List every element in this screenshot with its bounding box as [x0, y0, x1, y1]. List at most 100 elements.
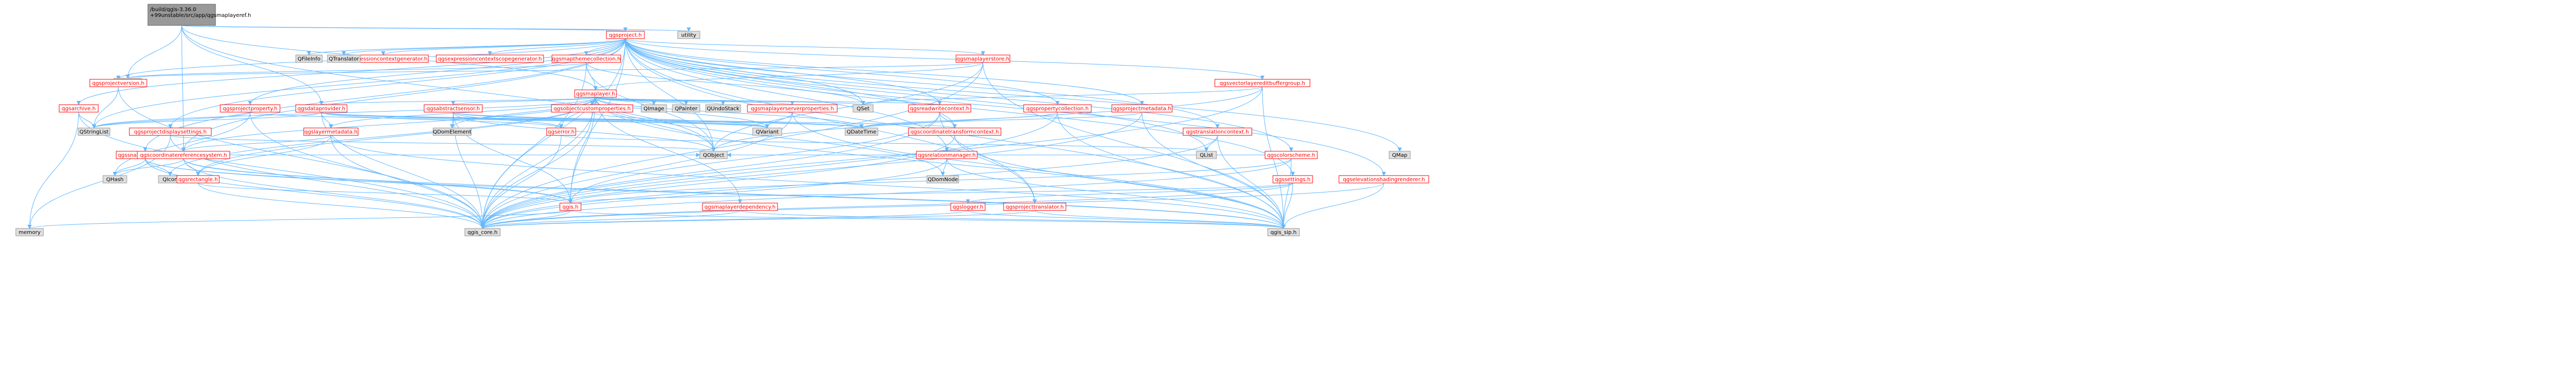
node-label-qicon: QIcon [163, 177, 178, 183]
edge-qgsprojecttranslator-to-qgis_core [480, 210, 1035, 229]
node-qgssettings[interactable]: qgssettings.h [1272, 175, 1313, 184]
node-qgsarchive[interactable]: qgsarchive.h [59, 104, 99, 113]
edge-qgsproject-to-qgselevationshadingrenderer [625, 38, 1386, 176]
node-box-qimage [641, 104, 667, 113]
edge-qgsproject-to-qgsprojectmetadata [625, 38, 1144, 105]
node-label-qset: QSet [857, 106, 869, 112]
edge-qgsmaplayerstore-to-qgis_core [480, 62, 983, 229]
node-label-qdomnode: QDomNode [928, 177, 958, 183]
node-label-qgsprojectdisplaysettings: qgsprojectdisplaysettings.h [134, 130, 207, 135]
node-label-qmap: QMap [1392, 153, 1408, 159]
node-label-qdatetime: QDateTime [847, 130, 876, 135]
node-qgis_sip: qgis_sip.h [1267, 228, 1300, 236]
node-box-qgscoordinatetransformcontext [908, 127, 1001, 136]
edge-qgscoordinatereferencesystem-to-qgis_core [183, 158, 485, 229]
node-qgsobjectcustomproperties[interactable]: qgsobjectcustomproperties.h [551, 104, 633, 113]
node-label-qlist: QList [1200, 153, 1213, 159]
node-box-qgsabstractsensor [424, 104, 483, 113]
node-qgspropertycollection[interactable]: qgspropertycollection.h [1023, 104, 1092, 113]
node-box-qobject [699, 151, 728, 159]
edge-qgsobjectcustomproperties-to-qgis_core [480, 112, 593, 229]
node-qdomelement: QDomElement [433, 127, 472, 136]
node-qgsmaplayer[interactable]: qgsmaplayer.h [574, 89, 617, 98]
node-qgs[interactable]: qgis.h [559, 203, 582, 211]
node-label-qhash: QHash [106, 177, 124, 183]
edge-qgssettings-to-qgslogger [966, 182, 1293, 204]
edge-qgssettings-to-qgis_core [480, 182, 1293, 229]
node-box-qgsreadwritecontext [908, 104, 971, 113]
node-label-root: /build/qgis-3.36.0+99unstable/src/app/qg… [150, 7, 251, 19]
node-qgsprojectversion[interactable]: qgsprojectversion.h [89, 79, 147, 87]
node-label-qgsarchive: qgsarchive.h [62, 106, 96, 112]
node-box-qhash [102, 175, 127, 184]
node-label-qgserror: qgserror.h [548, 130, 575, 135]
edge-qgsmaplayer-to-qdatetime [595, 97, 864, 129]
node-qgstranslationcontext[interactable]: qgstranslationcontext.h [1183, 127, 1252, 136]
node-box-qgslayermetadata [303, 127, 359, 136]
edge-qgssnappingconfig-to-qgs [145, 158, 573, 204]
edge-qgsarchive-to-qstringlist [78, 112, 96, 129]
edge-qgsproject-to-qgsprojecttranslator [625, 38, 1037, 204]
node-qimage: QImage [641, 104, 667, 113]
node-qobject: QObject [699, 151, 728, 159]
node-qgsprojectmetadata[interactable]: qgsprojectmetadata.h [1111, 104, 1173, 113]
edge-qgsmaplayer-to-qundostack [595, 97, 725, 105]
edge-qgsmaplayer-to-qdomelement [450, 97, 596, 129]
edge-root-to-utility [181, 25, 690, 32]
node-box-qgsmapthemecollection [551, 54, 621, 63]
edge-qgsarchive-to-memory [27, 112, 79, 229]
node-box-qlist [1196, 151, 1217, 159]
node-box-qgsprojectdisplaysettings [129, 127, 212, 136]
node-qgsproject[interactable]: qgsproject.h [606, 31, 645, 39]
edge-qgsvectorlayereditbuffergroup-to-qgis_core [480, 86, 1263, 229]
node-qpainter: QPainter [672, 104, 700, 113]
node-qgserror[interactable]: qgserror.h [546, 127, 576, 136]
node-label-qgscoordinatereferencesystem: qgscoordinatereferencesystem.h [140, 153, 227, 159]
node-label-qgsprojectversion: qgsprojectversion.h [92, 81, 145, 87]
node-qgsmaplayerstore[interactable]: qgsmaplayerstore.h [956, 54, 1010, 63]
node-qgslayermetadata[interactable]: qgslayermetadata.h [303, 127, 359, 136]
node-qgsmaplayerserverproperties[interactable]: qgsmaplayerserverproperties.h [747, 104, 838, 113]
node-box-qdatetime [845, 127, 878, 136]
node-box-qgsmaplayerstore [956, 54, 1010, 63]
edge-qgspropertycollection-to-qgis_core [480, 112, 1058, 229]
node-qset: QSet [853, 104, 874, 113]
node-qgsprojecttranslator[interactable]: qgsprojecttranslator.h [1003, 203, 1066, 211]
node-box-qgsdataprovider [295, 104, 348, 113]
node-qgscolorscheme[interactable]: qgscolorscheme.h [1264, 151, 1318, 159]
edge-qgsrelationmanager-to-qdomnode [941, 158, 947, 176]
node-qgselevationshadingrenderer[interactable]: qgselevationshadingrenderer.h [1338, 175, 1429, 184]
edge-qgslayermetadata-to-qgsrectangle [196, 135, 331, 176]
node-qgsreadwritecontext[interactable]: qgsreadwritecontext.h [908, 104, 971, 113]
node-qgsprojectdisplaysettings[interactable]: qgsprojectdisplaysettings.h [129, 127, 212, 136]
edge-qgsprojectproperty-to-qstringlist [92, 112, 250, 129]
node-qgsrelationmanager[interactable]: qgsrelationmanager.h [916, 151, 978, 159]
node-box-qgsproject [606, 31, 645, 39]
edge-qgsprojectdisplaysettings-to-qobject [170, 135, 716, 152]
node-qgsabstractsensor[interactable]: qgsabstractsensor.h [424, 104, 483, 113]
node-label-qdomelement: QDomElement [433, 130, 472, 135]
node-qgslogger[interactable]: qgslogger.h [950, 203, 986, 211]
edge-qgs-to-memory [27, 210, 571, 229]
node-qgsprojectproperty[interactable]: qgsprojectproperty.h [220, 104, 280, 113]
edge-qgsmaplayerdependency-to-qgis_sip [739, 210, 1286, 229]
edge-qgsproject-to-qgsmaplayerstore [625, 38, 985, 56]
node-qundostack: QUndoStack [705, 104, 741, 113]
node-qdomnode: QDomNode [926, 175, 959, 184]
node-qgsdataprovider[interactable]: qgsdataprovider.h [295, 104, 348, 113]
node-box-qgsmaplayerdependency [702, 203, 778, 211]
node-qgsexpressioncontextscopegenerator[interactable]: qgsexpressioncontextscopegenerator.h [436, 54, 544, 63]
node-qgscoordinatetransformcontext[interactable]: qgscoordinatetransformcontext.h [908, 127, 1001, 136]
node-qgsvectorlayereditbuffergroup[interactable]: qgsvectorlayereditbuffergroup.h [1214, 79, 1310, 87]
node-qgsrectangle[interactable]: qgsrectangle.h [176, 175, 220, 184]
node-qgscoordinatereferencesystem[interactable]: qgscoordinatereferencesystem.h [137, 151, 230, 159]
edge-qgsprojectdisplaysettings-to-memory [27, 135, 171, 229]
edge-qgsmaplayerstore-to-qobject [711, 62, 983, 152]
node-qgsmapthemecollection[interactable]: qgsmapthemecollection.h [551, 54, 621, 63]
node-qdatetime: QDateTime [845, 127, 878, 136]
node-qgsmaplayerdependency[interactable]: qgsmaplayerdependency.h [702, 203, 778, 211]
node-label-qpainter: QPainter [675, 106, 698, 112]
edge-qgs-to-qgis_core [480, 210, 571, 229]
edge-qgscoordinatereferencesystem-to-qhash [113, 158, 184, 176]
node-box-qgspropertycollection [1023, 104, 1092, 113]
